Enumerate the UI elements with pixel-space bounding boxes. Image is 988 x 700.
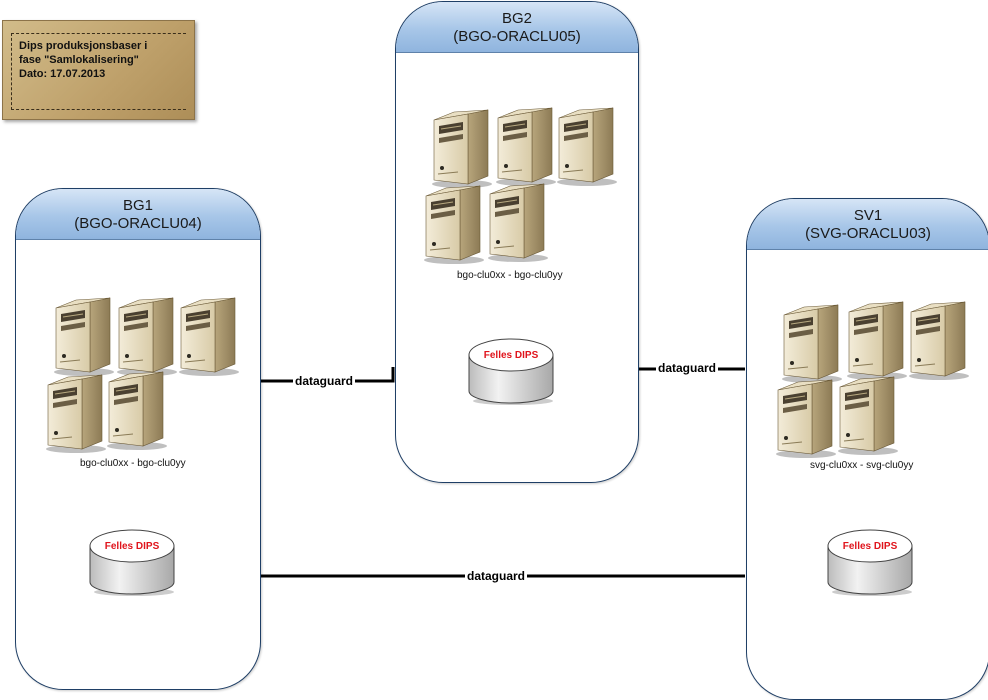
site-name: BG2 xyxy=(501,10,532,27)
server-icon xyxy=(103,370,167,450)
dataguard-label-bg1-bg2: dataguard xyxy=(293,374,356,388)
note-frame xyxy=(11,33,186,110)
site-cluster: (BGO-ORACLU04) xyxy=(74,215,202,232)
server-icon xyxy=(778,303,842,383)
database-label: Felles DIPS xyxy=(104,541,160,552)
server-icon xyxy=(843,300,907,380)
server-icon xyxy=(492,106,556,186)
site-header xyxy=(16,189,260,240)
note-text: Dips produksjonsbaser i fase "Samlokalis… xyxy=(19,40,148,80)
server-icon xyxy=(428,108,492,188)
info-note: Dips produksjonsbaser i fase "Samlokalis… xyxy=(2,20,195,120)
site-cluster: (SVG-ORACLU03) xyxy=(805,225,931,242)
server-icon xyxy=(42,373,106,453)
server-icon xyxy=(113,296,177,376)
site-header xyxy=(396,2,638,53)
database-label: Felles DIPS xyxy=(842,541,898,552)
database-shape xyxy=(89,529,175,596)
site-name: BG1 xyxy=(122,197,153,214)
server-icon xyxy=(420,184,484,264)
database-icon: Felles DIPS xyxy=(826,528,914,596)
database-icon: Felles DIPS xyxy=(88,528,176,596)
site-title: BG2 (BGO-ORACLU05) xyxy=(396,10,638,46)
server-icon xyxy=(834,375,898,455)
site-name: SV1 xyxy=(853,207,883,224)
database-shape xyxy=(827,529,913,596)
server-icon xyxy=(905,300,969,380)
database-shape xyxy=(468,338,554,405)
servers-caption: bgo-clu0xx - bgo-clu0yy xyxy=(457,270,563,281)
site-title: BG1 (BGO-ORACLU04) xyxy=(16,197,260,233)
server-icon xyxy=(772,378,836,458)
dataguard-label-bg1-sv1: dataguard xyxy=(465,569,528,583)
server-icon xyxy=(484,182,548,262)
database-label: Felles DIPS xyxy=(483,350,539,361)
site-header xyxy=(747,199,988,250)
site-cluster: (BGO-ORACLU05) xyxy=(453,28,581,45)
servers-caption: svg-clu0xx - svg-clu0yy xyxy=(810,460,914,471)
server-icon xyxy=(553,106,617,186)
server-icon xyxy=(175,296,239,376)
server-icon xyxy=(50,296,114,376)
servers-caption: bgo-clu0xx - bgo-clu0yy xyxy=(80,458,186,469)
site-title: SV1 (SVG-ORACLU03) xyxy=(747,207,988,243)
database-icon: Felles DIPS xyxy=(467,337,555,405)
dataguard-label-bg2-sv1: dataguard xyxy=(656,361,719,375)
